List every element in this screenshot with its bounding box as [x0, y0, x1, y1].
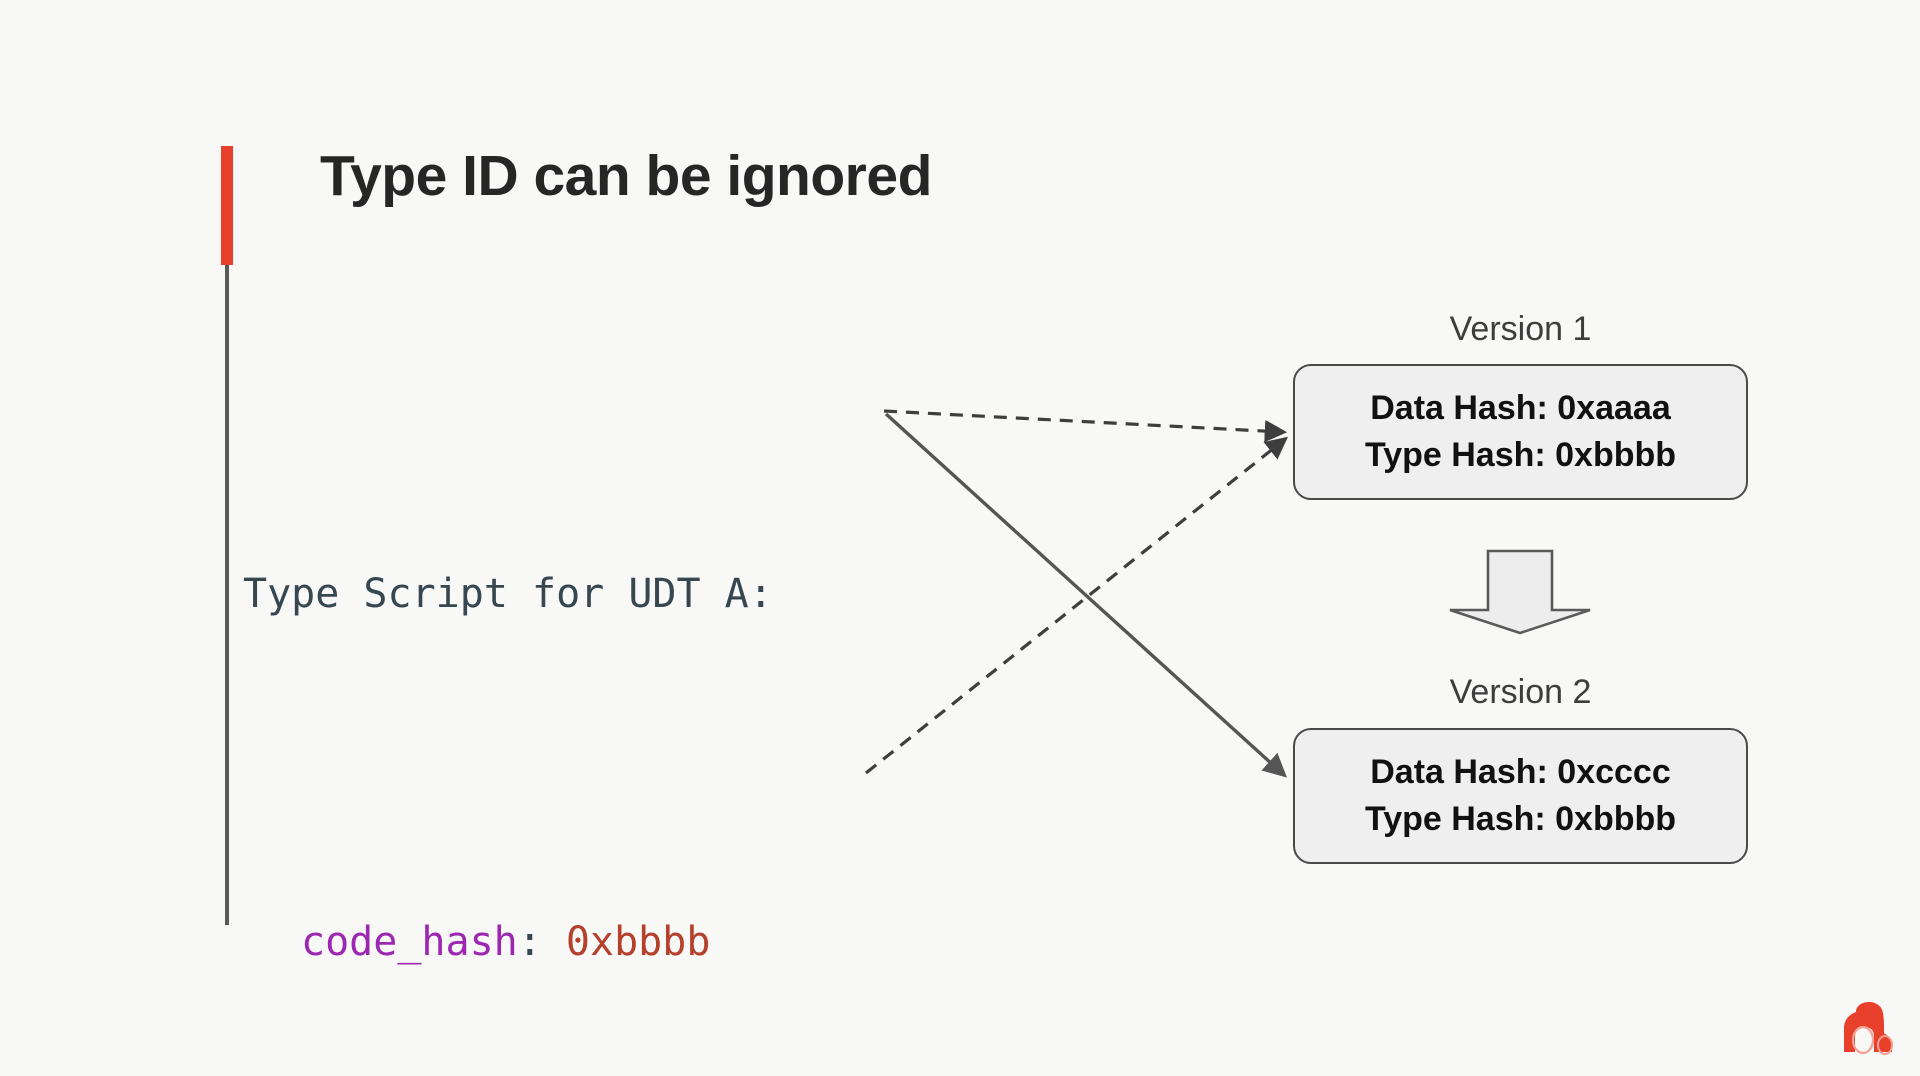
page-title: Type ID can be ignored	[320, 144, 932, 208]
gorilla-logo	[1844, 1002, 1893, 1055]
version-2-type-hash: Type Hash: 0xbbbb	[1364, 800, 1677, 838]
connector-udt-b-to-version-1	[865, 436, 1289, 775]
type-script-code-block: Type Script for UDT A: code_hash: 0xbbbb…	[243, 290, 773, 1076]
udt-a-code-hash-key: code_hash	[301, 919, 518, 965]
content-rail-line	[225, 265, 229, 925]
connector-udt-a-to-version-1	[883, 409, 1288, 443]
version-2-label: Version 2	[1449, 673, 1592, 711]
title-accent-bar	[221, 146, 233, 265]
version-2-hash-box: Data Hash: 0xcccc Type Hash: 0xbbbb	[1293, 728, 1748, 864]
version-1-label: Version 1	[1449, 310, 1592, 348]
udt-a-header: Type Script for UDT A:	[243, 571, 773, 617]
version-upgrade-arrow-icon	[1449, 549, 1591, 635]
version-2-data-hash: Data Hash: 0xcccc	[1370, 753, 1671, 791]
udt-a-code-hash-value: 0xbbbb	[565, 919, 711, 965]
version-1-hash-box: Data Hash: 0xaaaa Type Hash: 0xbbbb	[1293, 364, 1748, 500]
udt-a-code-hash-line: code_hash: 0xbbbb	[243, 899, 773, 986]
connector-udt-a-to-version-2	[884, 412, 1288, 778]
version-1-type-hash: Type Hash: 0xbbbb	[1364, 436, 1677, 474]
udt-a-code-hash-colon: :	[517, 919, 566, 965]
version-1-data-hash: Data Hash: 0xaaaa	[1370, 389, 1671, 427]
